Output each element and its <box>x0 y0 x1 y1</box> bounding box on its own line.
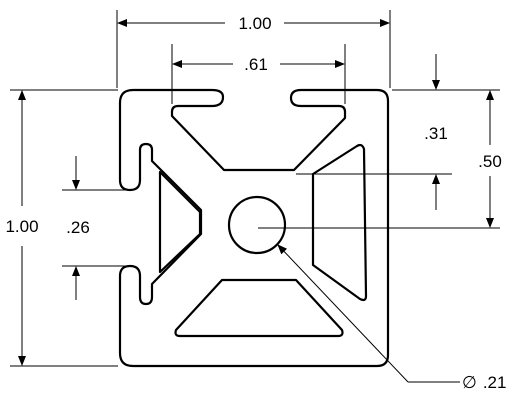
label-slot-depth: .31 <box>424 124 448 143</box>
label-slot-width: .61 <box>244 55 268 74</box>
label-overall-width: 1.00 <box>238 14 271 33</box>
label-center-hole: ∅.21 <box>462 373 506 392</box>
dimension-overall-height: 1.00 <box>5 89 118 367</box>
pocket-left <box>158 170 202 274</box>
outer-contour <box>118 88 390 368</box>
pocket-bottom <box>174 278 344 338</box>
dimension-slot-width: .61 <box>171 44 346 104</box>
dimension-half-height: .50 <box>258 90 502 229</box>
diameter-symbol-icon: ∅ <box>462 373 477 392</box>
label-slot-opening: .26 <box>66 218 90 237</box>
dimension-slot-opening: .26 <box>62 156 126 300</box>
profile-outline <box>118 88 390 368</box>
dimension-slot-depth: .31 <box>296 54 500 210</box>
dimension-center-hole: ∅.21 <box>277 244 506 392</box>
center-hole <box>227 195 287 255</box>
dimension-overall-width: 1.00 <box>116 10 391 88</box>
label-half-height: .50 <box>478 152 502 171</box>
label-overall-height: 1.00 <box>5 217 38 236</box>
pocket-right <box>311 143 368 302</box>
